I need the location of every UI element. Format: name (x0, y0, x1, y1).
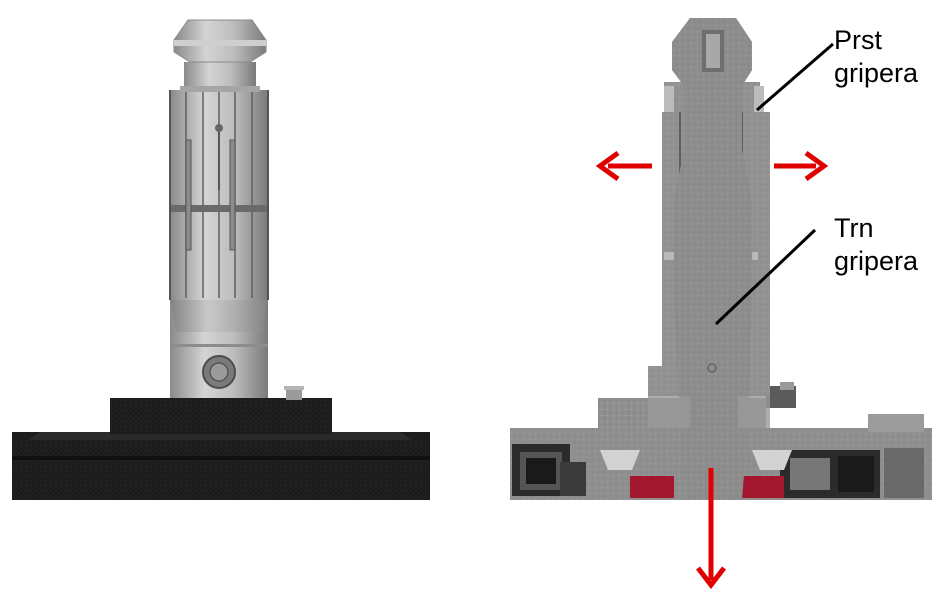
base-lower (12, 432, 430, 500)
mandrel-label-line1: Trn (834, 213, 874, 243)
arrow-right (774, 150, 829, 182)
mandrel-label-line2: gripera (834, 246, 919, 276)
finger-label-line2: gripera (834, 58, 919, 88)
finger-leader-line (756, 42, 834, 112)
finger-label: Prst gripera (834, 24, 918, 90)
arrow-down (696, 468, 726, 590)
gripper-cross-section-view (510, 18, 932, 590)
gripper-external-view (12, 19, 430, 500)
base-upper (110, 398, 332, 434)
mandrel-label: Trn gripera (834, 212, 918, 278)
arrow-left (595, 150, 652, 182)
seal-left (630, 476, 674, 498)
seal-right (740, 476, 784, 498)
mandrel-leader-line (714, 228, 817, 326)
finger-label-line1: Prst (834, 25, 883, 55)
